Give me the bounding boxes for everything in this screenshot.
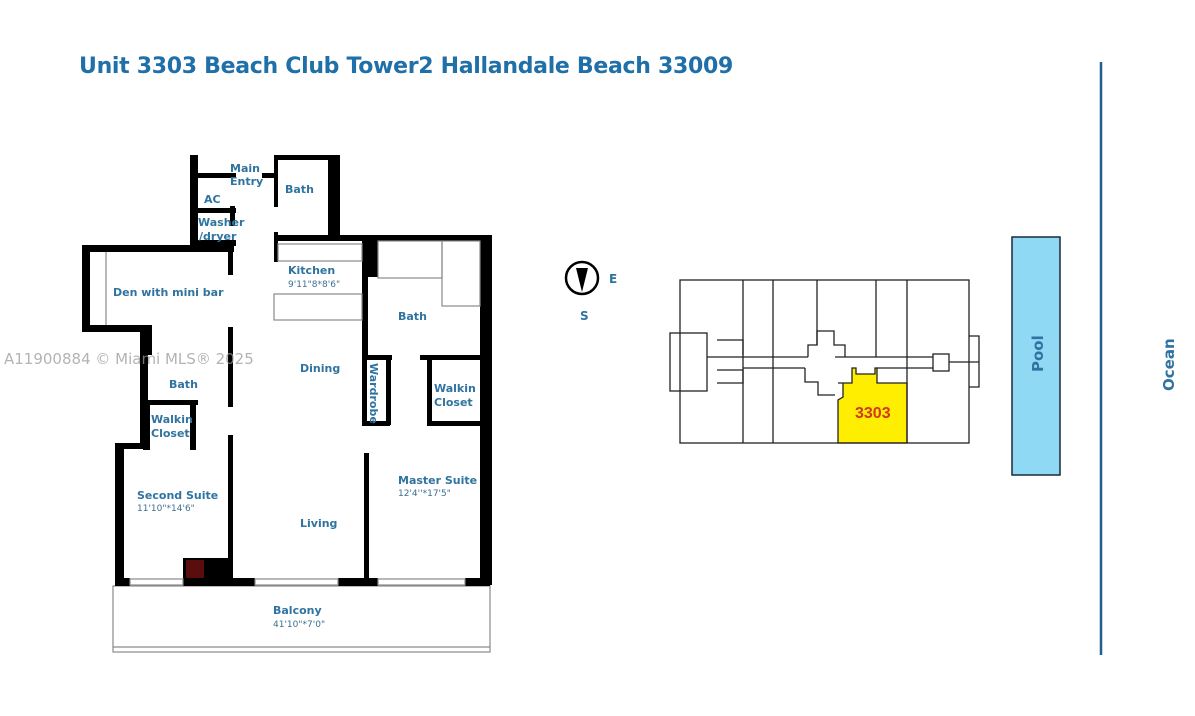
dining-label: Dining (300, 362, 340, 375)
balcony-dimensions: 41'10"*7'0" (273, 620, 325, 630)
master-bath-label: Bath (398, 310, 427, 323)
master-suite-dimensions: 12'4''*17'5" (398, 489, 451, 499)
second-walkin-label-1: Walkin (151, 413, 193, 426)
balcony-label: Balcony (273, 604, 322, 617)
fixtures (105, 240, 481, 586)
page-title: Unit 3303 Beach Club Tower2 Hallandale B… (79, 54, 734, 79)
wardrobe-label: Wardrobe (367, 363, 380, 424)
kitchen-dimensions: 9'11"8*8'6" (288, 280, 340, 290)
second-walkin-label-2: Closet (151, 427, 190, 440)
second-suite-dimensions: 11'10"*14'6" (137, 504, 195, 514)
pool-area (1011, 236, 1061, 476)
master-walkin-label-1: Walkin (434, 382, 476, 395)
ocean-label: Ocean (1160, 338, 1178, 391)
washer-label-2: /dryer (199, 230, 237, 243)
den-label: Den with mini bar (113, 286, 224, 299)
second-suite-label: Second Suite (137, 489, 218, 502)
pool-label: Pool (1029, 335, 1047, 372)
living-label: Living (300, 517, 337, 530)
main-entry-label-1: Main (230, 162, 260, 175)
compass-south-label: S (580, 309, 589, 323)
ac-label: AC (204, 193, 221, 206)
washer-label-1: Washer (198, 216, 245, 229)
main-entry-label-2: Entry (230, 175, 263, 188)
compass-icon (564, 260, 600, 296)
watermark: A11900884 © Miami MLS® 2025 (4, 350, 254, 368)
second-bath-label: Bath (169, 378, 198, 391)
entry-bath-label: Bath (285, 183, 314, 196)
walls (82, 155, 492, 586)
building-site-plan (669, 279, 980, 444)
master-suite-label: Master Suite (398, 474, 477, 487)
kitchen-label: Kitchen (288, 264, 335, 277)
unit-3303-label: 3303 (855, 405, 891, 422)
balcony-outline (112, 585, 491, 653)
compass-east-label: E (609, 272, 617, 286)
master-walkin-label-2: Closet (434, 396, 473, 409)
